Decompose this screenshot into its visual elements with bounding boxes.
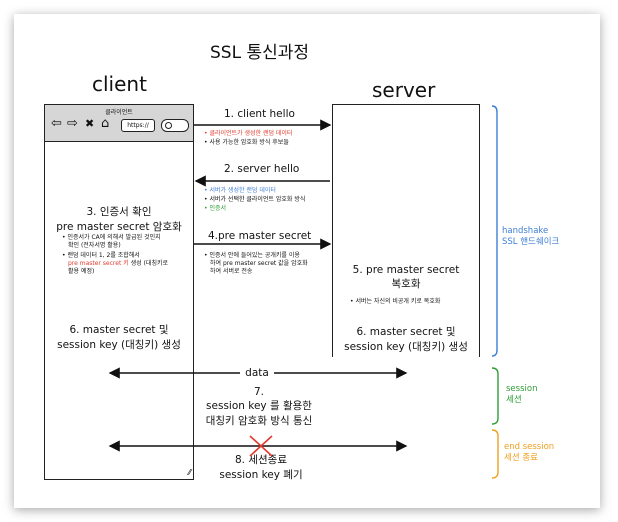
close-icon: ✖ [85,117,95,130]
cross-mark-icon [249,435,273,457]
step3-note-1: • 인증서가 CA에 의해서 발급된 것인지 확인 (전자서명 활용) [62,234,161,249]
browser-tab-label: 클라이언트 [105,109,133,116]
data-label: data [240,367,274,379]
step2-note-1: • 서버가 생성한 랜덤 데이터 [204,187,276,194]
step4-note: • 인증서 안에 들어있는 공개키를 이용 하여 pre master secr… [204,252,308,275]
back-icon: ⇦ [51,116,62,131]
step6-client: 6. master secret 및 session key (대칭키) 생성 [57,324,181,351]
step5-note: • 서버는 자신의 비공개 키로 복호화 [350,298,441,305]
url-bar: https:// [121,119,155,132]
browser-toolbar: 클라이언트 ⇦ ⇨ ✖ ⌂ https:// [45,105,193,142]
home-icon: ⌂ [101,116,110,131]
step2-note-2: • 서버가 선택한 클라이언트 암호화 방식 [204,196,306,203]
step3-title: 3. 인증서 확인 pre master secret 암호화 [44,204,194,234]
client-label: client [92,72,147,96]
client-browser-window: 클라이언트 ⇦ ⇨ ✖ ⌂ https:// ⁄⁄ [44,104,194,480]
step5-title: 5. pre master secret 복호화 [352,264,460,290]
diagram-title: SSL 통신과정 [210,43,310,63]
phase-handshake: handshake SSL 핸드쉐이크 [502,226,560,247]
bracket-end-session [491,429,499,479]
forward-icon: ⇨ [67,116,78,131]
step2-note-3: • 인증서 [204,205,227,212]
step8-text: 8. 세션종료 session key 폐기 [219,454,303,481]
phase-session: session 세션 [506,384,538,405]
step1-note-1: • 클라이언트가 생성한 랜덤 데이터 [204,130,293,137]
step7-text: 7. session key 를 활용한 대칭키 암호화 방식 통신 [205,386,313,427]
step3-note-2: • 랜덤 데이터 1, 2를 조합해서 pre master secret 키 … [62,252,169,275]
step6-server: 6. master secret 및 session key (대칭키) 생성 [344,326,468,353]
step1-note-2: • 사용 가능한 암호화 방식 후보들 [204,139,289,146]
step3-line1: 3. 인증서 확인 [86,206,152,218]
bracket-session [491,367,499,425]
phase-end-session: end session 세션 종료 [504,442,555,463]
step3-line2: pre master secret 암호화 [56,221,182,233]
search-box [161,119,189,132]
search-icon [165,122,172,129]
bracket-handshake [491,105,498,357]
step4-label: 4.pre master secret [208,230,312,242]
server-box [332,104,480,357]
resize-handle-icon: ⁄⁄ [188,468,191,477]
step2-label: 2. server hello [224,163,300,175]
server-label: server [372,78,436,102]
step1-label: 1. client hello [224,108,295,120]
